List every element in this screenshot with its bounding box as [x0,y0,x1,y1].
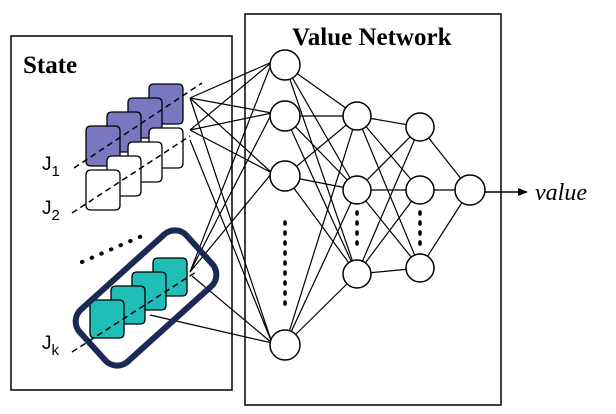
j2-label: J2 [42,198,60,224]
job-jk-row [89,257,188,339]
state-edge [189,97,273,344]
network-title: Value Network [292,24,452,51]
state-edge [189,112,273,273]
state-edge [191,275,273,344]
state-title: State [23,52,77,79]
network-edge [356,126,421,191]
network-edge [284,175,358,275]
network-node [405,175,435,205]
network-edge [284,273,358,346]
network-node [342,101,372,131]
network-edge [356,115,421,191]
network-node [269,49,301,81]
input-layer [269,49,301,361]
network-edge [284,189,358,346]
network-node [342,175,372,205]
network-node [269,100,301,132]
network-edge [284,115,358,191]
j2-axis [71,135,191,214]
job-j2-row [85,127,184,211]
jk-label: Jk [42,333,60,359]
state-edge [189,129,273,174]
j1-label: J1 [42,154,60,180]
network-node [269,329,301,361]
network-edge [356,115,421,269]
output-node [454,174,486,206]
network-node [342,259,372,289]
state-edge [189,97,273,114]
jk-axis [71,271,197,353]
state-edge [189,61,273,131]
network-edge [284,115,358,346]
output-label: value [535,180,587,206]
j1-axis [73,82,203,169]
network-edge [356,189,421,275]
state-edge [189,97,273,174]
jk-highlight-frame [72,227,220,369]
state-edge [189,112,273,131]
network-node [405,253,435,283]
state-edge [189,139,273,344]
network-edge [356,126,421,275]
hidden-layer-1 [342,101,372,289]
state-cylinder [89,299,125,339]
hidden-layer-2 [405,112,435,283]
state-edge [189,61,273,273]
network-node [269,160,301,192]
network-edge [356,189,421,269]
state-ellipsis [80,234,144,264]
jk-highlight-outline [72,227,220,369]
state-cylinder [85,169,121,211]
network-edge [284,64,358,191]
network-node [405,112,435,142]
network-edge [284,115,358,275]
network-edge [284,64,358,275]
state-edge [189,61,273,99]
state-to-input-edges [149,61,273,344]
